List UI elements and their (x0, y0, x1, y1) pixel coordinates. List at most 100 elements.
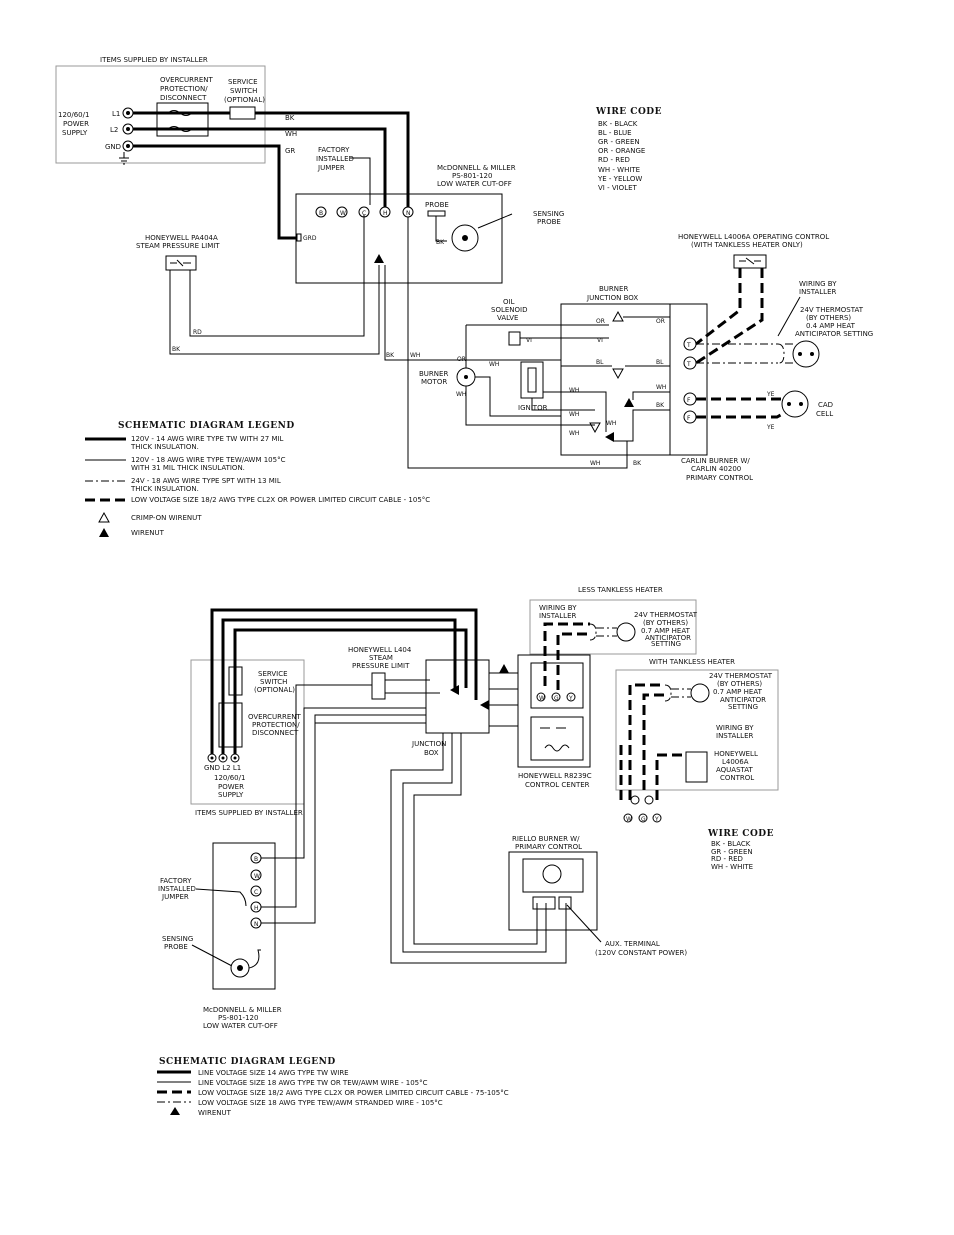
aquastat-box (685, 751, 708, 783)
svg-text:JUMPER: JUMPER (161, 893, 189, 901)
svg-text:WH: WH (489, 361, 499, 368)
cad-cell-wiring (696, 397, 794, 419)
svg-text:CONTROL: CONTROL (720, 774, 754, 782)
svg-text:LINE VOLTAGE SIZE 18 AWG TYPE: LINE VOLTAGE SIZE 18 AWG TYPE TW OR TEW/… (198, 1079, 428, 1087)
svg-text:WH: WH (590, 460, 600, 467)
svg-text:120V - 18 AWG WIRE TYPE TEW/AW: 120V - 18 AWG WIRE TYPE TEW/AWM 105°C (131, 456, 286, 464)
svg-text:N: N (254, 921, 259, 928)
svg-text:B: B (254, 856, 258, 863)
rd-wire-pressure-limit (189, 215, 365, 337)
svg-text:THICK INSULATION.: THICK INSULATION. (130, 485, 199, 493)
svg-text:McDONNELL & MILLER: McDONNELL & MILLER (203, 1006, 282, 1014)
wire-code-title-2: WIRE CODE (707, 829, 774, 839)
bk-wire-pressure-limit (169, 265, 380, 355)
svg-text:HONEYWELL R8239C: HONEYWELL R8239C (518, 772, 592, 780)
svg-text:WIRING BY: WIRING BY (716, 724, 754, 732)
svg-text:VI - VIOLET: VI - VIOLET (598, 184, 638, 192)
svg-text:DISCONNECT: DISCONNECT (252, 729, 299, 737)
ignitor-box (520, 361, 544, 399)
svg-text:LOW WATER CUT-OFF: LOW WATER CUT-OFF (203, 1022, 278, 1030)
svg-text:(BY OTHERS): (BY OTHERS) (643, 619, 688, 627)
wire-code-list-2: BK - BLACK GR - GREEN RD - RED WH - WHIT… (711, 840, 753, 871)
svg-text:BL: BL (656, 359, 664, 366)
ground-symbol (119, 152, 129, 165)
burner-motor-line-1: BURNER (419, 370, 448, 378)
l4006a-line-2: (WITH TANKLESS HEATER ONLY) (691, 241, 803, 249)
svg-text:YE: YE (766, 424, 775, 431)
svg-text:24V THERMOSTAT: 24V THERMOSTAT (634, 611, 698, 619)
svg-text:RD: RD (193, 329, 202, 336)
svg-text:120V - 14 AWG WIRE TYPE TW WIT: 120V - 14 AWG WIRE TYPE TW WITH 27 MIL (131, 435, 284, 443)
svg-text:LINE VOLTAGE SIZE 14 AWG TYPE: LINE VOLTAGE SIZE 14 AWG TYPE TW WIRE (198, 1069, 349, 1077)
steam-pressure-limit-2 (371, 672, 386, 700)
oil-valve-symbol (508, 331, 521, 346)
svg-text:GRD: GRD (303, 235, 317, 242)
svg-text:WH: WH (569, 411, 579, 418)
svg-text:BOX: BOX (424, 749, 439, 757)
svg-text:PRIMARY CONTROL: PRIMARY CONTROL (515, 843, 582, 851)
lwco-line-3: LOW WATER CUT-OFF (437, 180, 512, 188)
svg-text:H: H (254, 905, 259, 912)
cad-cell-line-2: CELL (816, 410, 833, 418)
svg-text:C: C (254, 889, 258, 896)
thermostat-line-2: (BY OTHERS) (806, 314, 851, 322)
svg-text:HONEYWELL L404: HONEYWELL L404 (348, 646, 412, 654)
less-tankless-title: LESS TANKLESS HEATER (578, 586, 663, 594)
wire-code-list-1: BK - BLACK BL - BLUE GR - GREEN OR - ORA… (597, 120, 645, 192)
svg-text:CONTROL CENTER: CONTROL CENTER (525, 781, 590, 789)
steam-pressure-limit-box (165, 255, 197, 271)
svg-text:CRIMP-ON WIRENUT: CRIMP-ON WIRENUT (131, 514, 202, 522)
power-supply-line-1: 120/60/1 (58, 111, 89, 119)
svg-text:LOW VOLTAGE SIZE 18 AWG TYPE T: LOW VOLTAGE SIZE 18 AWG TYPE TEW/AWM STR… (198, 1099, 443, 1107)
svg-text:WH: WH (456, 391, 466, 398)
cad-cell-icon (781, 390, 809, 418)
thermostat-line-1: 24V THERMOSTAT (800, 306, 864, 314)
wire-code-title-1: WIRE CODE (595, 107, 662, 117)
pa404a-line-1: HONEYWELL PA404A (145, 234, 218, 242)
legend-title-2: SCHEMATIC DIAGRAM LEGEND (159, 1057, 336, 1067)
svg-text:WH: WH (606, 420, 616, 427)
cad-cell-line-1: CAD (818, 401, 833, 409)
installer-title: ITEMS SUPPLIED BY INSTALLER (100, 56, 208, 64)
svg-text:PS-801-120: PS-801-120 (218, 1014, 258, 1022)
wirenut-icon (374, 254, 384, 263)
lwco-line-2: PS-801-120 (452, 172, 492, 180)
svg-text:0.7 AMP HEAT: 0.7 AMP HEAT (641, 627, 691, 635)
svg-text:WH: WH (569, 430, 579, 437)
wirenut-legend-icon-2 (170, 1107, 180, 1115)
svg-text:W: W (626, 816, 632, 823)
terminal-b (315, 206, 327, 218)
legend-title-1: SCHEMATIC DIAGRAM LEGEND (118, 421, 295, 431)
bk-wire-l1 (133, 111, 410, 207)
oil-valve-line-2: SOLENOID (491, 306, 527, 314)
crimp-wirenut-icon (612, 310, 624, 322)
riello-burner-box (508, 851, 598, 931)
svg-text:F: F (687, 397, 691, 404)
svg-text:YE - YELLOW: YE - YELLOW (597, 175, 642, 183)
carlin-line-3: PRIMARY CONTROL (686, 474, 753, 482)
svg-text:PROTECTION/: PROTECTION/ (252, 721, 300, 729)
probe-label: PROBE (425, 201, 449, 209)
svg-text:G: G (554, 695, 559, 702)
svg-text:BK: BK (656, 402, 665, 409)
wire-label-gr: GR (285, 147, 295, 155)
svg-text:W: W (254, 873, 260, 880)
svg-text:BK: BK (436, 239, 445, 246)
svg-text:BK - BLACK: BK - BLACK (711, 840, 751, 848)
svg-text:T: T (686, 342, 691, 349)
overcurrent-box (156, 102, 209, 137)
svg-text:WH - WHITE: WH - WHITE (711, 863, 753, 871)
svg-text:GR - GREEN: GR - GREEN (598, 138, 640, 146)
svg-text:N: N (406, 210, 411, 217)
svg-text:W: W (539, 695, 545, 702)
diagram-2: ITEMS SUPPLIED BY INSTALLER SERVICE SWIT… (157, 586, 779, 1117)
bk-wire-to-burner (384, 265, 561, 361)
gnd-label: GND (105, 143, 121, 151)
svg-text:BK - BLACK: BK - BLACK (598, 120, 638, 128)
power-wire-l2 (221, 618, 457, 754)
svg-text:WIRENUT: WIRENUT (131, 529, 165, 537)
svg-text:WIRING BY: WIRING BY (539, 604, 577, 612)
svg-text:F: F (687, 415, 691, 422)
svg-text:BK: BK (386, 352, 395, 359)
svg-text:SETTING: SETTING (728, 703, 758, 711)
